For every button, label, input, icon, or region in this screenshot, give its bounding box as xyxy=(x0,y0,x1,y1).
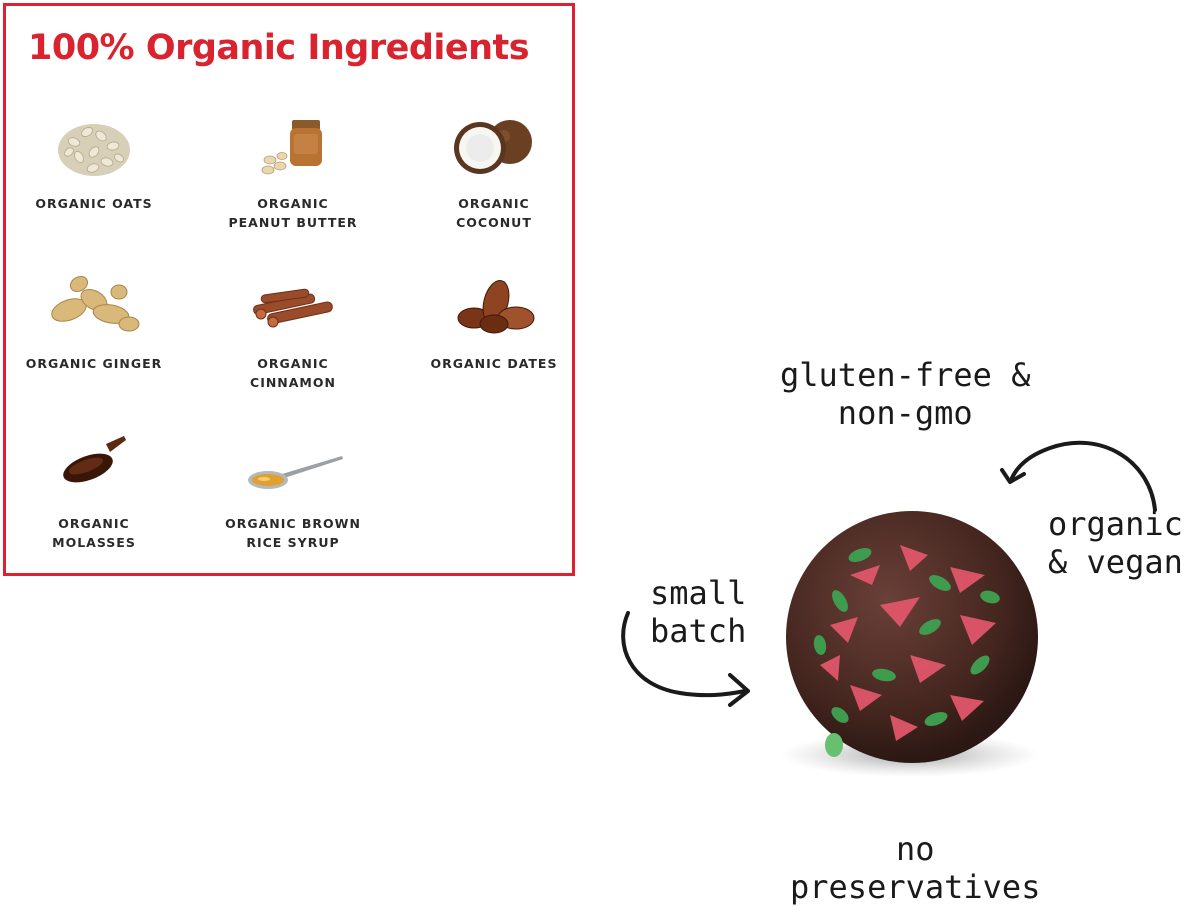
molasses-icon xyxy=(63,436,126,483)
peanut-butter-icon xyxy=(261,120,322,175)
rice-syrup-spoon-icon xyxy=(248,456,343,489)
energy-ball-icon xyxy=(780,511,1040,777)
coconut-icon xyxy=(454,120,532,174)
cinnamon-icon xyxy=(253,288,333,328)
oats-icon xyxy=(58,124,130,176)
panel-title: 100% Organic Ingredients xyxy=(28,28,530,68)
ingredient-oats: ORGANIC OATS xyxy=(4,102,184,213)
ingredient-brown-rice-syrup: ORGANIC BROWN RICE SYRUP xyxy=(203,422,383,552)
curved-arrow-icon xyxy=(621,611,750,707)
callout-organic-vegan: organic & vegan xyxy=(1048,505,1183,581)
ingredients-panel: 100% Organic Ingredients ORGANIC OATS xyxy=(3,3,575,576)
ingredient-label: ORGANIC CINNAMON xyxy=(250,356,336,390)
ingredient-ginger: ORGANIC GINGER xyxy=(4,262,184,373)
callout-gluten-free: gluten-free & non-gmo xyxy=(780,356,1031,432)
ingredient-label: ORGANIC GINGER xyxy=(25,356,163,371)
ingredient-molasses: ORGANIC MOLASSES xyxy=(4,422,184,552)
ingredient-label: ORGANIC BROWN RICE SYRUP xyxy=(225,516,361,550)
curved-arrow-icon xyxy=(1000,440,1157,512)
ingredient-cinnamon: ORGANIC CINNAMON xyxy=(203,262,383,392)
ingredient-peanut-butter: ORGANIC PEANUT BUTTER xyxy=(203,102,383,232)
dates-icon xyxy=(457,280,535,334)
ingredient-label: ORGANIC COCONUT xyxy=(456,196,532,230)
ingredient-label: ORGANIC PEANUT BUTTER xyxy=(228,196,358,230)
ingredient-label: ORGANIC MOLASSES xyxy=(52,516,136,550)
callout-no-preservatives: no preservatives xyxy=(790,830,1041,906)
ingredient-label: ORGANIC DATES xyxy=(430,356,558,371)
ingredient-label: ORGANIC OATS xyxy=(35,196,153,211)
ingredient-coconut: ORGANIC COCONUT xyxy=(404,102,584,232)
ingredient-dates: ORGANIC DATES xyxy=(404,262,584,373)
callout-small-batch: small batch xyxy=(650,574,747,650)
ginger-icon xyxy=(51,275,140,332)
